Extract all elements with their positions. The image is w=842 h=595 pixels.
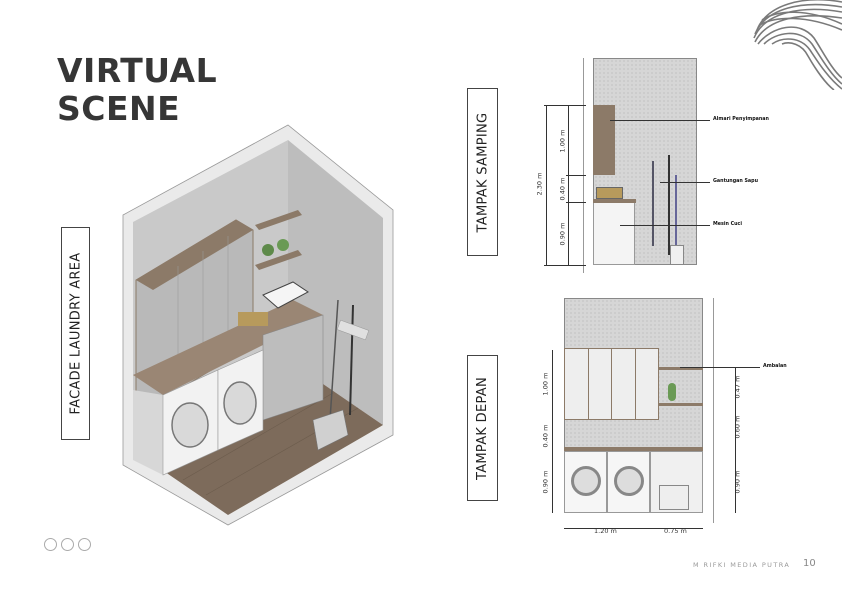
storage-cabinet — [593, 105, 615, 175]
dim-front-washer: 0.90 m — [541, 470, 550, 494]
callout-shelf: Ambalan — [763, 364, 787, 369]
washing-machine — [593, 202, 635, 265]
page-dot-2[interactable] — [61, 538, 74, 551]
facade-label: FACADE LAUNDRY AREA — [61, 227, 90, 440]
washer-1 — [564, 451, 607, 513]
dim-total-height: 2.30 m — [535, 172, 544, 196]
dim-shelf-gap: 0.47 m — [733, 375, 742, 399]
dim-counter-floor: 0.90 m — [733, 470, 742, 494]
side-view-label: TAMPAK SAMPING — [467, 88, 498, 256]
dim-front-gap: 0.40 m — [541, 424, 550, 448]
dim-shelf-counter: 0.60 m — [733, 415, 742, 439]
title-line-1: VIRTUAL — [57, 51, 218, 90]
dim-cabinet-height: 1.00 m — [558, 129, 567, 153]
front-elevation: 1.00 m 0.40 m 0.90 m 0.47 m 0.60 m 0.90 … — [530, 295, 830, 545]
upper-cabinets — [564, 348, 659, 420]
callout-washing-machine: Mesin Cuci — [713, 222, 743, 227]
callout-broom-hanger: Gantungan Sapu — [713, 179, 759, 184]
footer-author: M RIFKI MEDIA PUTRA — [693, 561, 791, 569]
page-title: VIRTUAL SCENE — [57, 52, 217, 128]
decorative-swirl-icon — [753, 0, 842, 90]
pagination-dots — [44, 538, 91, 551]
washer-2 — [607, 451, 650, 513]
callout-storage-cabinet: Almari Penyimpanan — [713, 117, 769, 122]
front-view-label: TAMPAK DEPAN — [467, 355, 498, 501]
page-dot-1[interactable] — [44, 538, 57, 551]
page-dot-3[interactable] — [78, 538, 91, 551]
dim-bottom-right: 0.75 m — [664, 527, 687, 535]
side-wall — [593, 58, 697, 265]
dim-bottom-left: 1.20 m — [594, 527, 617, 535]
side-elevation: 2.30 m 1.00 m 0.40 m 0.90 m Almari Penyi… — [530, 55, 790, 280]
dim-machine-height: 0.90 m — [558, 222, 567, 246]
dim-gap-height: 0.40 m — [558, 177, 567, 201]
dim-front-cabinet: 1.00 m — [541, 372, 550, 396]
isometric-laundry-render — [122, 124, 394, 526]
title-line-2: SCENE — [57, 89, 181, 128]
page-number: 10 — [803, 558, 816, 569]
